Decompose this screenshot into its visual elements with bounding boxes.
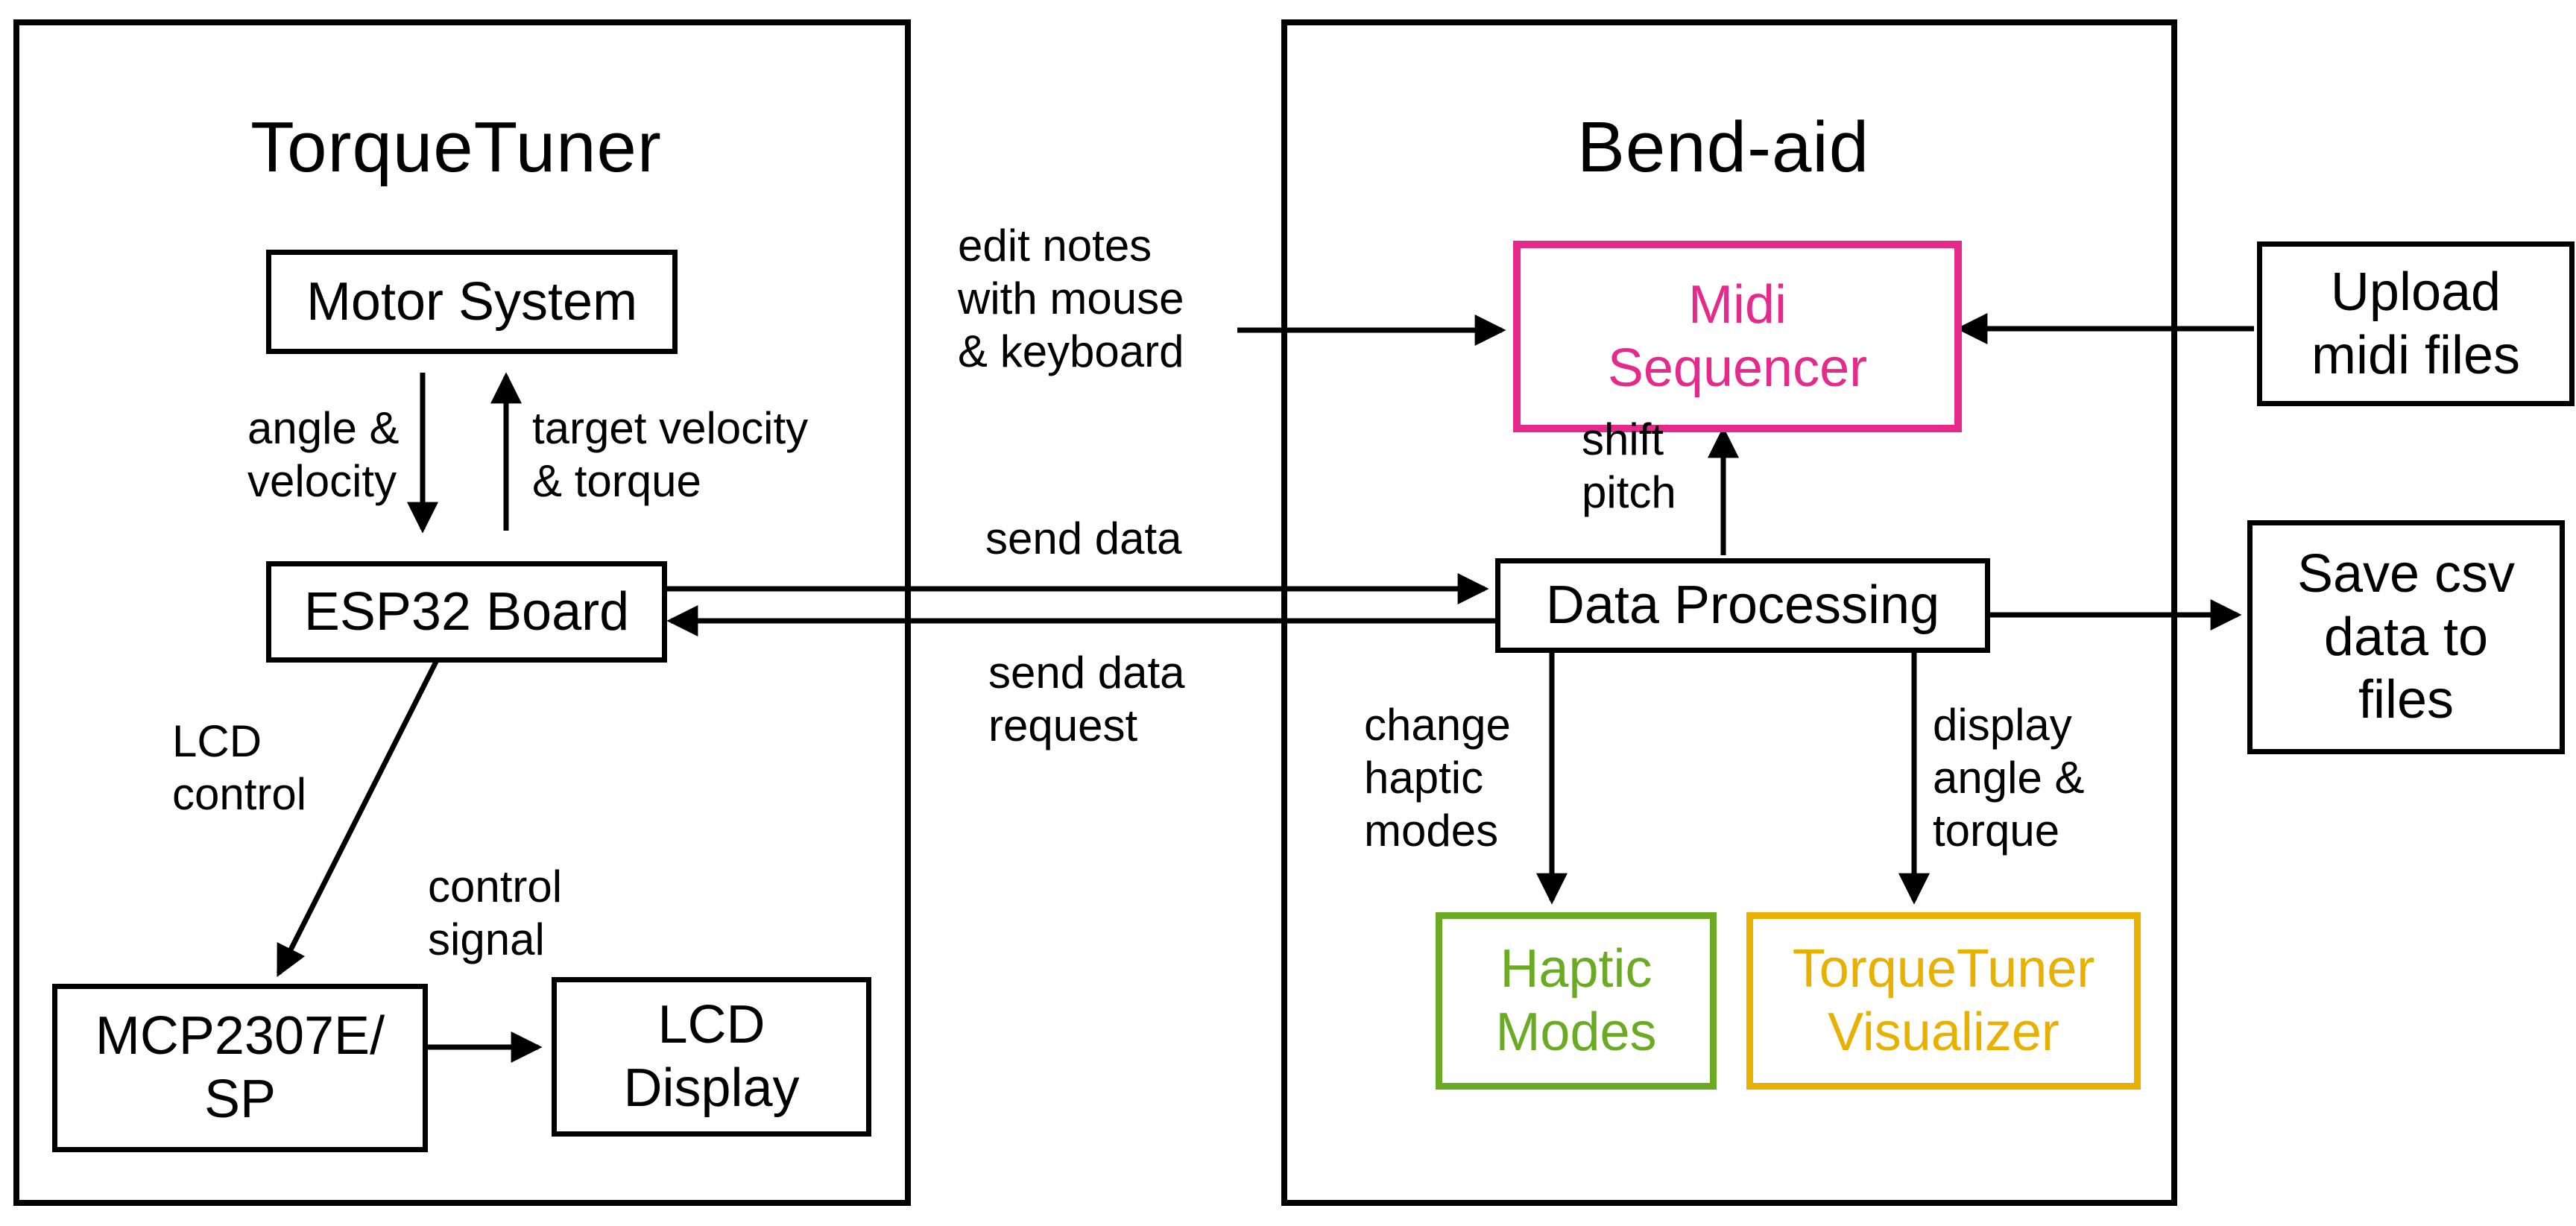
control-signal-label: control signal xyxy=(428,862,563,964)
data-processing-box: Data Processing xyxy=(1495,558,1990,653)
upload-midi-files-box: Upload midi files xyxy=(2257,241,2575,406)
esp32-board-box: ESP32 Board xyxy=(266,561,667,663)
target-velocity-torque-label: target velocity & torque xyxy=(532,403,809,506)
display-angle-torque-label: display angle & torque xyxy=(1933,700,2085,856)
send-data-request-label: send data request xyxy=(988,648,1185,751)
lcd-display-box: LCD Display xyxy=(552,977,871,1137)
angle-velocity-label: angle & velocity xyxy=(247,403,400,506)
mcp2307e-sp-box: MCP2307E/ SP xyxy=(52,984,428,1152)
bend-aid-title: Bend-aid xyxy=(1576,107,1870,187)
torquetuner-visualizer-box: TorqueTuner Visualizer xyxy=(1746,912,2141,1090)
torquetuner-container xyxy=(13,19,911,1206)
save-csv-box: Save csv data to files xyxy=(2247,520,2565,754)
lcd-control-label: LCD control xyxy=(172,716,307,819)
haptic-modes-box: Haptic Modes xyxy=(1436,912,1717,1090)
torquetuner-title: TorqueTuner xyxy=(250,107,662,187)
shift-pitch-label: shift pitch xyxy=(1582,414,1676,517)
midi-sequencer-box: Midi Sequencer xyxy=(1513,241,1962,432)
edit-notes-label: edit notes with mouse & keyboard xyxy=(958,221,1184,376)
motor-system-box: Motor System xyxy=(266,250,678,354)
change-haptic-modes-label: change haptic modes xyxy=(1364,700,1511,856)
send-data-label: send data xyxy=(985,514,1182,563)
